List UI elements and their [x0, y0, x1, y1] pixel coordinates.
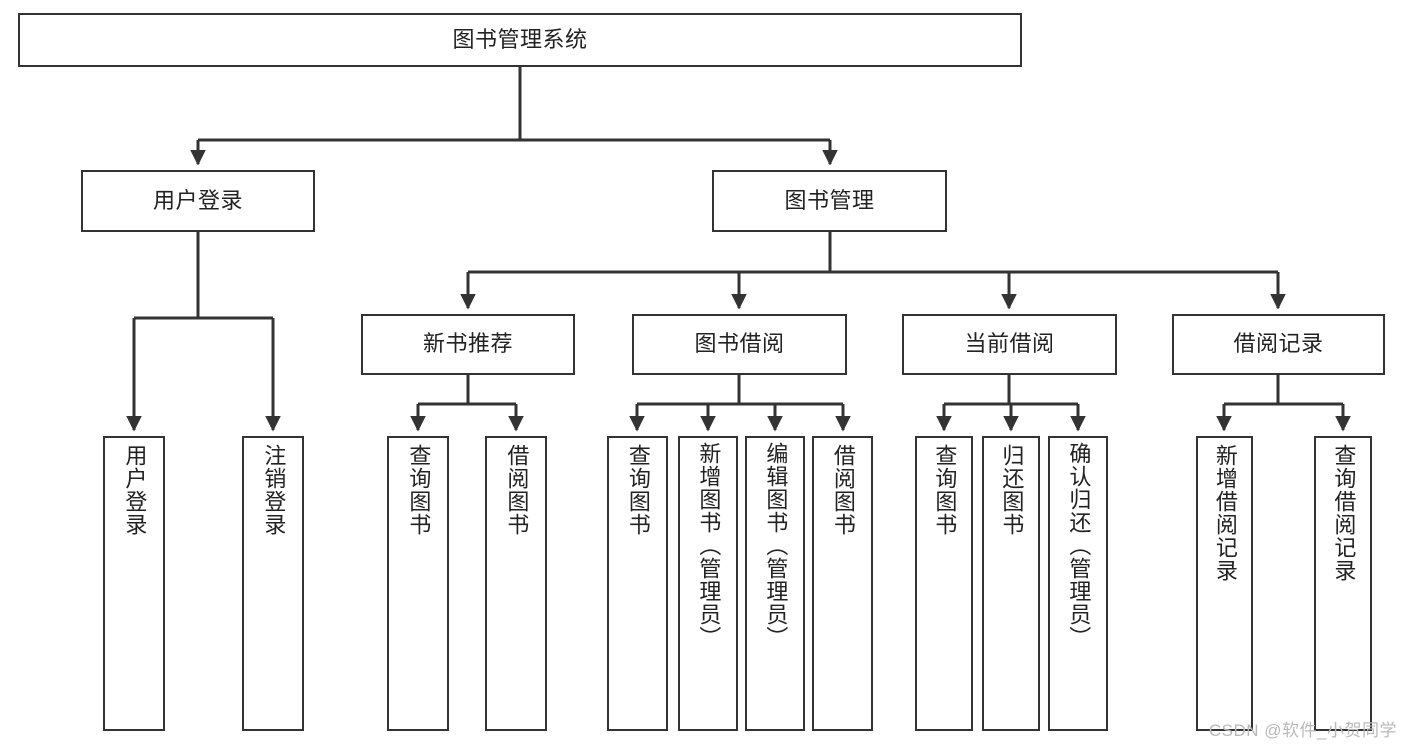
node-leaf-query-record[interactable]: 查询借阅记录 [1314, 436, 1372, 731]
node-leaf-add-book[interactable]: 新增图书（管理员） [678, 436, 738, 731]
node-leaf-edit-book[interactable]: 编辑图书（管理员） [745, 436, 805, 731]
node-user-login[interactable]: 用户登录 [81, 170, 315, 232]
node-leaf-query-book-cur-label: 查询图书 [932, 444, 958, 536]
node-leaf-logout-label: 注销登录 [261, 444, 287, 536]
node-leaf-borrow-book-label: 借阅图书 [830, 444, 856, 536]
node-leaf-return-book[interactable]: 归还图书 [982, 436, 1040, 731]
watermark: CSDN @软件_小贺同学 [1208, 721, 1397, 740]
node-book-manage[interactable]: 图书管理 [712, 170, 947, 232]
node-borrow-record-label: 借阅记录 [1233, 331, 1324, 357]
node-leaf-query-book-borrow[interactable]: 查询图书 [607, 436, 668, 731]
node-leaf-add-book-label: 新增图书（管理员） [696, 442, 722, 649]
node-new-book-recommend[interactable]: 新书推荐 [361, 314, 575, 375]
node-book-borrow[interactable]: 图书借阅 [632, 314, 847, 375]
node-root[interactable]: 图书管理系统 [18, 13, 1022, 67]
node-root-label: 图书管理系统 [452, 26, 588, 52]
node-current-borrow[interactable]: 当前借阅 [902, 314, 1117, 375]
node-leaf-confirm-return[interactable]: 确认归还（管理员） [1048, 436, 1108, 731]
node-leaf-add-record[interactable]: 新增借阅记录 [1196, 436, 1253, 731]
node-leaf-query-book-borrow-label: 查询图书 [625, 444, 651, 536]
node-leaf-edit-book-label: 编辑图书（管理员） [763, 442, 789, 649]
node-leaf-add-record-label: 新增借阅记录 [1212, 444, 1238, 582]
node-leaf-borrow-book[interactable]: 借阅图书 [812, 436, 873, 731]
node-leaf-return-book-label: 归还图书 [999, 444, 1025, 536]
node-leaf-query-book-rec-label: 查询图书 [406, 444, 432, 536]
node-leaf-logout[interactable]: 注销登录 [242, 436, 304, 731]
node-leaf-confirm-return-label: 确认归还（管理员） [1066, 442, 1092, 649]
node-leaf-user-login[interactable]: 用户登录 [103, 436, 165, 731]
node-leaf-user-login-label: 用户登录 [122, 444, 148, 536]
node-leaf-borrow-book-rec[interactable]: 借阅图书 [485, 436, 547, 731]
node-book-manage-label: 图书管理 [784, 187, 875, 213]
node-current-borrow-label: 当前借阅 [964, 331, 1055, 357]
node-user-login-label: 用户登录 [152, 187, 243, 213]
node-leaf-borrow-book-rec-label: 借阅图书 [504, 444, 530, 536]
node-leaf-query-book-cur[interactable]: 查询图书 [915, 436, 973, 731]
node-borrow-record[interactable]: 借阅记录 [1172, 314, 1385, 375]
node-new-book-recommend-label: 新书推荐 [422, 331, 513, 357]
node-leaf-query-book-rec[interactable]: 查询图书 [387, 436, 449, 731]
node-book-borrow-label: 图书借阅 [694, 331, 785, 357]
node-leaf-query-record-label: 查询借阅记录 [1331, 444, 1357, 582]
